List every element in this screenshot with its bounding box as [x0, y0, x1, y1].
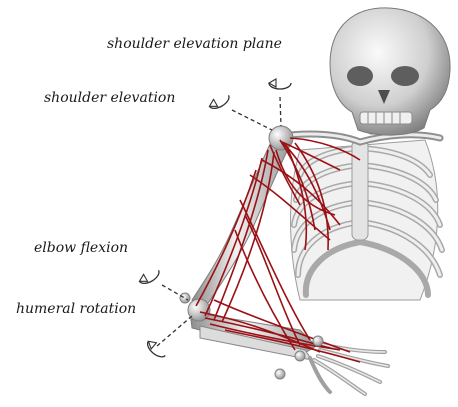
skull — [330, 8, 450, 135]
rotation-arrow-icon — [137, 267, 161, 287]
rotation-arrow-icon — [145, 338, 168, 360]
label-humeral-rotation: humeral rotation — [16, 301, 136, 317]
label-elbow-flexion: elbow flexion — [34, 240, 128, 256]
rotation-arrow-icon — [269, 79, 291, 89]
rotation-arrow-icon — [207, 92, 231, 112]
forearm — [188, 299, 316, 360]
label-shoulder-elevation: shoulder elevation — [44, 90, 175, 106]
label-shoulder-elevation-plane: shoulder elevation plane — [107, 36, 282, 52]
